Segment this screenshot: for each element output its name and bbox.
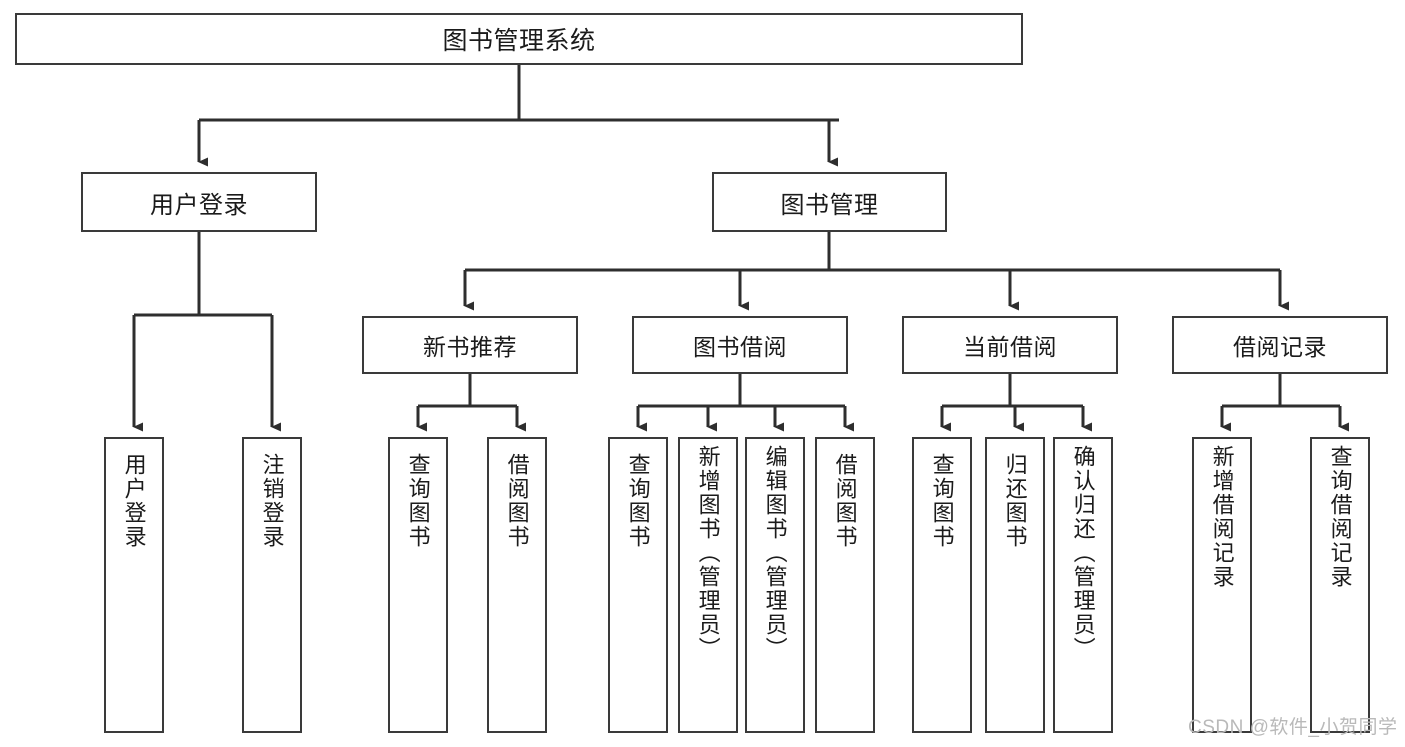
node-user-login-label: 用户登录	[150, 191, 248, 219]
node-leaf-borrow-book-1-label: 借阅图书	[504, 453, 530, 549]
node-leaf-confirm-return-label: 确认归还（管理员）	[1070, 445, 1096, 661]
node-leaf-query-record-label: 查询借阅记录	[1327, 445, 1353, 589]
node-leaf-return-book-label: 归还图书	[1002, 453, 1028, 549]
node-leaf-add-book[interactable]: 新增图书（管理员）	[678, 437, 738, 733]
node-leaf-query-book-1[interactable]: 查询图书	[388, 437, 448, 733]
node-book-management[interactable]: 图书管理	[712, 172, 947, 232]
node-leaf-logout-login-label: 注销登录	[259, 453, 285, 549]
node-leaf-user-login-label: 用户登录	[121, 453, 147, 549]
node-new-book-recommend[interactable]: 新书推荐	[362, 316, 578, 374]
node-leaf-edit-book-label: 编辑图书（管理员）	[762, 445, 788, 661]
node-leaf-add-book-label: 新增图书（管理员）	[695, 445, 721, 661]
node-leaf-borrow-book-1[interactable]: 借阅图书	[487, 437, 547, 733]
node-leaf-query-book-3[interactable]: 查询图书	[912, 437, 972, 733]
node-leaf-query-book-2[interactable]: 查询图书	[608, 437, 668, 733]
node-leaf-query-book-1-label: 查询图书	[405, 453, 431, 549]
node-leaf-query-book-3-label: 查询图书	[929, 453, 955, 549]
node-leaf-borrow-book-2[interactable]: 借阅图书	[815, 437, 875, 733]
node-user-login[interactable]: 用户登录	[81, 172, 317, 232]
node-leaf-query-book-2-label: 查询图书	[625, 453, 651, 549]
csdn-watermark: CSDN @软件_小贺同学	[1188, 717, 1398, 738]
node-leaf-add-record-label: 新增借阅记录	[1209, 445, 1235, 589]
node-leaf-add-record[interactable]: 新增借阅记录	[1192, 437, 1252, 733]
node-borrow-record-label: 借阅记录	[1233, 334, 1327, 360]
node-book-management-label: 图书管理	[780, 191, 879, 219]
node-book-borrow[interactable]: 图书借阅	[632, 316, 848, 374]
node-leaf-logout-login[interactable]: 注销登录	[242, 437, 302, 733]
node-new-book-recommend-label: 新书推荐	[423, 334, 517, 360]
node-leaf-confirm-return[interactable]: 确认归还（管理员）	[1053, 437, 1113, 733]
node-book-borrow-label: 图书借阅	[693, 334, 787, 360]
node-leaf-return-book[interactable]: 归还图书	[985, 437, 1045, 733]
node-leaf-user-login[interactable]: 用户登录	[104, 437, 164, 733]
node-root-label: 图书管理系统	[442, 27, 596, 55]
node-root[interactable]: 图书管理系统	[15, 13, 1023, 65]
node-current-borrow-label: 当前借阅	[963, 334, 1057, 360]
node-leaf-query-record[interactable]: 查询借阅记录	[1310, 437, 1370, 733]
node-borrow-record[interactable]: 借阅记录	[1172, 316, 1388, 374]
node-current-borrow[interactable]: 当前借阅	[902, 316, 1118, 374]
node-leaf-edit-book[interactable]: 编辑图书（管理员）	[745, 437, 805, 733]
node-leaf-borrow-book-2-label: 借阅图书	[832, 453, 858, 549]
